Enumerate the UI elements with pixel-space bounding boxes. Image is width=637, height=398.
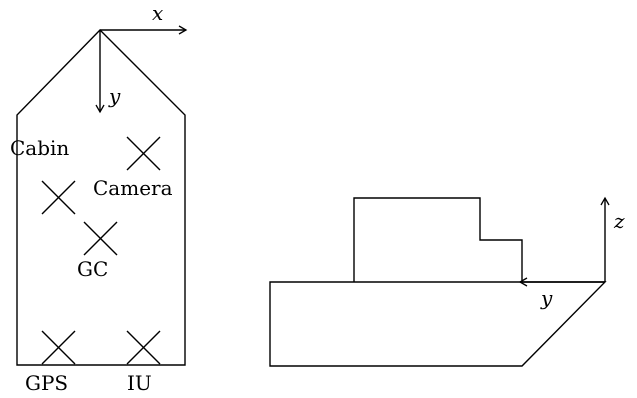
y-axis-label-side-view: y — [540, 286, 553, 310]
gps-marker — [41, 330, 76, 365]
y-axis-label-top-view: y — [108, 84, 121, 108]
cabin-label: Cabin — [10, 136, 69, 160]
camera-label: Camera — [93, 176, 173, 200]
x-axis-label: x — [152, 1, 163, 25]
hull-outline-top-view — [16, 29, 186, 366]
iu-label: IU — [127, 371, 152, 395]
cabin-marker — [41, 180, 76, 215]
cabin-outline-side-view — [353, 197, 523, 282]
hull-outline-side-view — [269, 281, 607, 367]
gc-label: GC — [77, 257, 108, 281]
iu-marker — [126, 330, 161, 365]
camera-marker — [126, 136, 161, 171]
z-axis-label: z — [613, 209, 625, 233]
top-view: x y Cabin Camera GC GPS IU — [10, 1, 188, 395]
gps-label: GPS — [25, 371, 68, 395]
gc-marker — [83, 221, 118, 256]
side-view: z y — [269, 196, 625, 367]
